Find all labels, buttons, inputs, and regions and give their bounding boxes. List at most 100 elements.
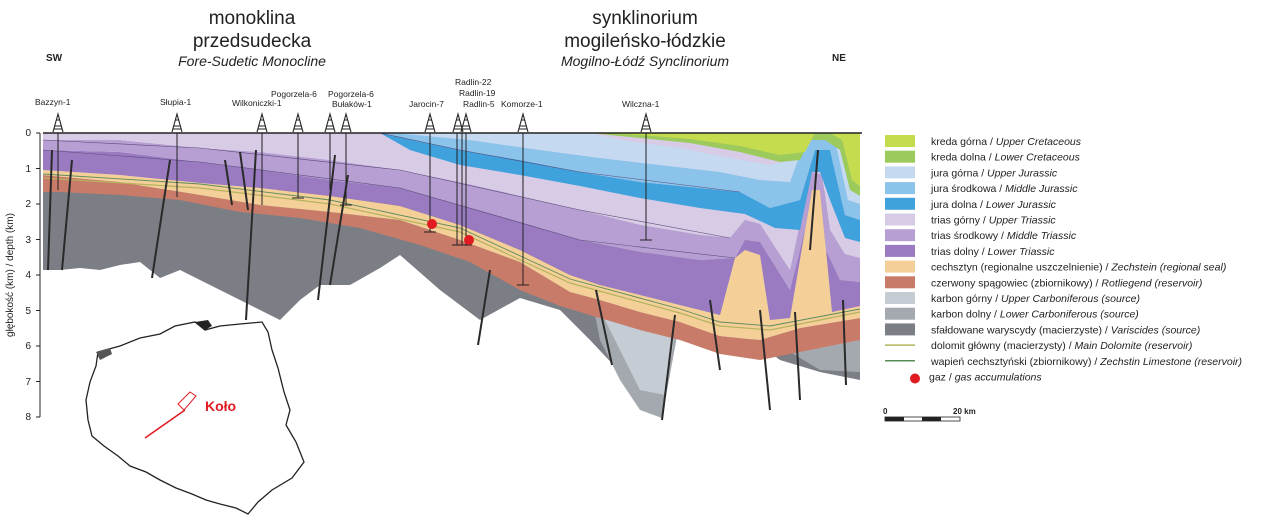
- horizon-main-dolomite: [42, 177, 861, 331]
- legend-label: gaz / gas accumulations: [929, 372, 1042, 384]
- legend-swatch: [885, 166, 915, 179]
- horizon-zechstein-limestone: [42, 173, 861, 327]
- borehole-lines: [57, 133, 647, 285]
- layer-rotliegend: [43, 175, 860, 360]
- legend-label-english: Upper Cretaceous: [996, 136, 1082, 148]
- legend-label-english: Lower Jurassic: [986, 199, 1057, 211]
- scale-bar: 0 20 km: [883, 407, 976, 422]
- legend-label-polish: trias środkowy /: [931, 230, 1007, 242]
- legend-label: wapień cechsztyński (zbiornikowy) / Zech…: [930, 356, 1242, 368]
- layer-lower-triassic: [43, 150, 860, 320]
- scale-zero-label: 0: [883, 407, 888, 416]
- well-label: Pogorzela-6: [328, 89, 374, 99]
- well-label: Jarocin-7: [409, 99, 444, 109]
- poland-coast-shading: [96, 348, 112, 360]
- legend-label: kreda górna / Upper Cretaceous: [931, 136, 1082, 148]
- left-region-english: Fore-Sudetic Monocline: [178, 53, 326, 69]
- legend-label-english: gas accumulations: [955, 372, 1043, 384]
- depth-tick-label: 7: [25, 377, 31, 388]
- legend-label-polish: cechsztyn (regionalne uszczelnienie) /: [931, 262, 1111, 274]
- legend-swatch: [885, 276, 915, 289]
- legend-label-polish: kreda dolna /: [931, 152, 995, 164]
- legend-label: trias górny / Upper Triassic: [931, 215, 1056, 227]
- legend-label: trias dolny / Lower Triassic: [931, 246, 1055, 258]
- derrick-icon: [256, 111, 268, 133]
- scale-end-label: 20 km: [953, 407, 976, 416]
- well-label: Pogorzela-6: [271, 89, 317, 99]
- legend-label-polish: jura środkowa /: [930, 183, 1005, 195]
- depth-axis: 0 1 2 3 4 5 6 7 8 głębokość (km) / depth…: [5, 128, 41, 423]
- derrick-icon: [452, 111, 464, 133]
- legend-label: kreda dolna / Lower Cretaceous: [931, 152, 1081, 164]
- legend-label: jura środkowa / Middle Jurassic: [930, 183, 1078, 195]
- well-derricks: [52, 111, 652, 133]
- legend-swatch: [885, 244, 915, 257]
- layer-boundaries: [42, 132, 741, 259]
- well-label: Komorze-1: [501, 99, 543, 109]
- legend-swatch: [885, 307, 915, 320]
- legend-swatch: [885, 292, 915, 304]
- cross-section: [42, 132, 861, 421]
- legend-label: karbon dolny / Lower Carboniferous (sour…: [931, 309, 1139, 321]
- depth-tick-label: 3: [25, 235, 31, 246]
- well-label: Radlin-22: [455, 77, 492, 87]
- legend-swatch: [885, 260, 915, 273]
- depth-tick-label: 6: [25, 341, 31, 352]
- legend-label: dolomit główny (macierzysty) / Main Dolo…: [931, 340, 1192, 352]
- legend-label-polish: dolomit główny (macierzysty) /: [931, 340, 1075, 352]
- legend-swatch: [885, 229, 915, 242]
- well-label: Bazzyn-1: [35, 97, 71, 107]
- depth-axis-title: głębokość (km) / depth (km): [5, 213, 16, 337]
- ne-direction-label: NE: [832, 53, 846, 64]
- legend-label-english: Middle Triassic: [1007, 230, 1077, 242]
- right-region-english: Mogilno-Łódź Synclinorium: [561, 53, 729, 69]
- borehole-end-caps: [292, 197, 652, 286]
- legend-label-english: Lower Carboniferous (source): [1000, 309, 1139, 321]
- depth-tick-label: 4: [25, 270, 31, 281]
- depth-tick-label: 1: [25, 164, 31, 175]
- legend-label-polish: trias górny /: [931, 215, 989, 227]
- legend-label-english: Lower Triassic: [988, 246, 1056, 258]
- layer-upper-jurassic: [395, 133, 860, 204]
- left-region-title-line2: przedsudecka: [193, 31, 312, 52]
- depth-tick-label: 8: [25, 412, 31, 423]
- derrick-icon: [52, 111, 64, 133]
- section-line-on-map: [144, 409, 186, 439]
- derrick-icon: [324, 111, 336, 133]
- right-region-title-line1: synklinorium: [592, 8, 698, 29]
- derrick-icon: [517, 111, 529, 133]
- legend-label-english: Main Dolomite (reservoir): [1075, 340, 1193, 352]
- legend-label: jura dolna / Lower Jurassic: [930, 199, 1057, 211]
- legend-label-polish: karbon dolny /: [931, 309, 1000, 321]
- legend-swatch: [885, 135, 915, 147]
- legend-label: trias środkowy / Middle Triassic: [931, 230, 1077, 242]
- legend-label-polish: sfałdowane waryscydy (macierzyste) /: [931, 324, 1111, 336]
- legend-label-polish: czerwony spągowiec (zbiornikowy) /: [931, 277, 1101, 289]
- layer-lower-jurassic: [380, 133, 860, 242]
- legend-label: cechsztyn (regionalne uszczelnienie) / Z…: [931, 262, 1226, 274]
- legend-label-english: Lower Cretaceous: [995, 152, 1081, 164]
- poland-outline: [85, 321, 305, 515]
- layer-upper-cretaceous: [600, 133, 860, 186]
- poland-inset-map: Koło: [85, 320, 305, 515]
- legend-label: jura górna / Upper Jurassic: [930, 167, 1058, 179]
- legend-label-english: Middle Jurassic: [1005, 183, 1078, 195]
- legend-label-polish: jura górna /: [930, 167, 987, 179]
- legend-label-polish: trias dolny /: [931, 246, 988, 258]
- depth-tick-label: 2: [25, 199, 31, 210]
- derrick-icon: [292, 111, 304, 133]
- derrick-icon: [424, 111, 436, 133]
- derrick-icon: [171, 111, 183, 133]
- well-label: Radlin-19: [459, 88, 496, 98]
- well-label: Słupia-1: [160, 97, 191, 107]
- gas-accumulation-marker: [427, 219, 437, 229]
- legend-swatch: [885, 150, 915, 163]
- layer-middle-triassic: [43, 140, 860, 290]
- right-region-title-line2: mogileńsko-łódzkie: [564, 31, 726, 52]
- legend-label-polish: karbon górny /: [931, 293, 1001, 305]
- depth-tick-label: 0: [25, 128, 31, 139]
- well-labels: Bazzyn-1 Słupia-1 Wilkoniczki-1 Pogorzel…: [35, 77, 660, 109]
- legend-swatch: [885, 213, 915, 226]
- city-label-kolo: Koło: [205, 398, 236, 414]
- legend-label-english: Variscides (source): [1111, 324, 1200, 336]
